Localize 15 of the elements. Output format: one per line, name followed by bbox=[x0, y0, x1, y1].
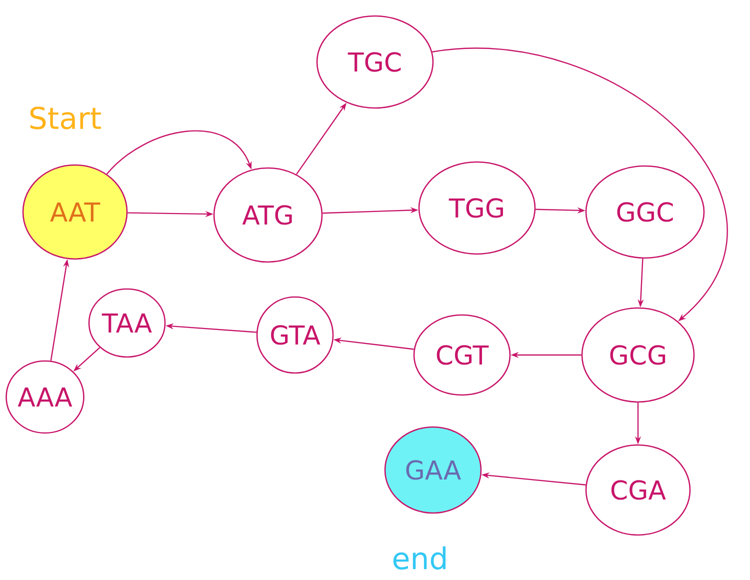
kmer-node: TAA bbox=[88, 288, 166, 358]
kmer-node: TGC bbox=[316, 15, 434, 109]
kmer-node: GTA bbox=[256, 296, 334, 374]
beside-label: Start bbox=[30, 106, 101, 130]
kmer-node: AAT bbox=[22, 164, 128, 260]
kmer-node: GCG bbox=[581, 307, 695, 403]
arrow bbox=[106, 130, 252, 174]
kmer-node: GAA bbox=[384, 426, 482, 514]
kmer-node: CGA bbox=[585, 444, 691, 536]
kmer-node: AAA bbox=[6, 360, 84, 434]
kmer-node: ATG bbox=[213, 167, 323, 263]
kmer-node: CGT bbox=[413, 314, 511, 396]
kmer-node: TGG bbox=[418, 161, 536, 255]
kmer-node: GGC bbox=[585, 165, 705, 259]
beside-label: end bbox=[393, 546, 446, 570]
